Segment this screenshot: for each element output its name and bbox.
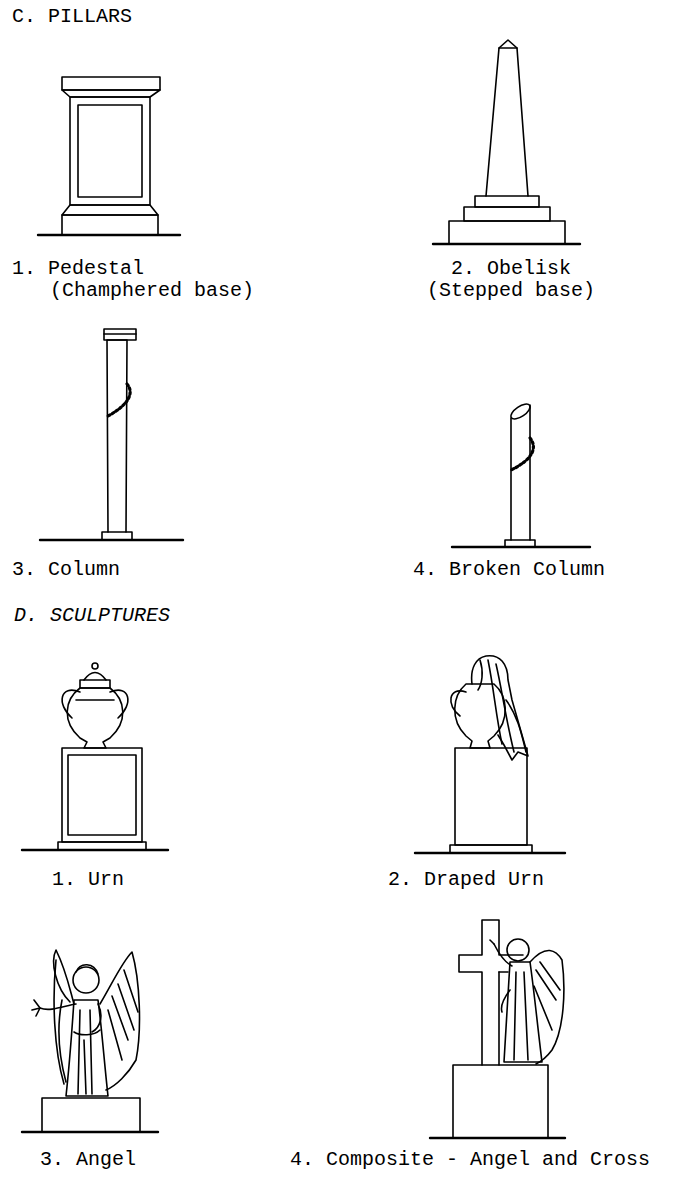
angel-drawing (78, 1010, 92, 1094)
obelisk-drawing (475, 196, 539, 207)
broken-column-drawing (511, 405, 530, 540)
column-drawing (104, 333, 136, 335)
angel-and-cross-drawing (459, 920, 523, 1065)
section-heading: C. PILLARS (12, 5, 132, 29)
angel-and-cross-drawing (499, 971, 508, 973)
figure-caption: 3. Column (12, 558, 120, 582)
urn-drawing (84, 673, 106, 681)
broken-column-drawing (505, 540, 535, 547)
figure-caption: 4. Broken Column (413, 558, 605, 582)
angel-drawing (108, 970, 138, 1060)
column-drawing (102, 532, 132, 540)
obelisk-drawing (499, 40, 517, 48)
urn-drawing (76, 699, 114, 701)
angel-and-cross-drawing (504, 962, 542, 1062)
angel-drawing (66, 1000, 108, 1096)
obelisk-drawing (486, 48, 528, 196)
pedestal-drawing (62, 205, 158, 215)
urn-drawing (68, 755, 136, 835)
pedestal-drawing (70, 97, 150, 205)
figure-caption: 1. Urn (52, 868, 124, 892)
section-heading: D. SCULPTURES (14, 604, 170, 628)
urn-drawing (62, 748, 142, 842)
figure-caption: 3. Angel (40, 1148, 136, 1172)
pedestal-drawing (62, 215, 158, 235)
angel-drawing (74, 1030, 100, 1035)
draped-urn-drawing (451, 691, 466, 716)
draped-urn-drawing (455, 748, 527, 845)
figure-caption: 2. Obelisk (451, 257, 571, 281)
figure-caption: 4. Composite - Angel and Cross (290, 1148, 650, 1172)
obelisk-drawing (464, 207, 550, 221)
figure-caption: (Stepped base) (427, 279, 595, 303)
pedestal-drawing (62, 90, 160, 97)
figure-caption: 2. Draped Urn (388, 868, 544, 892)
draped-urn-drawing (478, 660, 482, 690)
angel-drawing (54, 950, 74, 1004)
angel-and-cross-drawing (507, 939, 529, 961)
urn-drawing (92, 663, 98, 669)
urn-drawing (58, 842, 146, 850)
pedestal-drawing (38, 77, 180, 235)
angel-drawing (92, 1004, 101, 1032)
column-drawing (40, 329, 183, 540)
angel-drawing (76, 965, 98, 974)
urn-drawing (67, 688, 123, 748)
figure-caption: 1. Pedestal (12, 257, 144, 281)
angel-and-cross-drawing (494, 944, 512, 966)
urn-drawing (62, 690, 80, 718)
draped-urn-drawing (450, 845, 532, 853)
urn-drawing (110, 690, 128, 718)
obelisk-drawing (449, 221, 565, 244)
angel-and-cross-drawing (534, 962, 560, 1030)
draped-urn-drawing (506, 700, 526, 752)
angel-drawing (22, 950, 158, 1132)
angel-and-cross-drawing (453, 1065, 548, 1138)
broken-column-drawing (452, 401, 590, 547)
urn-drawing (22, 663, 168, 850)
broken-column-drawing (509, 401, 533, 422)
column-drawing (107, 340, 127, 532)
column-drawing (104, 329, 136, 340)
draped-urn-drawing (415, 656, 565, 853)
draped-urn-drawing (488, 660, 502, 744)
pedestal-drawing (62, 77, 160, 90)
angel-drawing (42, 1098, 140, 1132)
angel-and-cross-drawing (514, 972, 528, 1060)
angel-drawing (32, 1000, 40, 1016)
pedestal-drawing (78, 105, 142, 197)
obelisk-drawing (433, 40, 580, 244)
broken-column-drawing (511, 438, 533, 470)
angel-and-cross-drawing (498, 972, 500, 1065)
angel-and-cross-drawing (501, 990, 510, 1012)
figure-caption: (Champhered base) (50, 279, 254, 303)
angel-drawing (54, 960, 64, 1084)
urn-drawing (80, 680, 110, 688)
angel-and-cross-drawing (430, 920, 565, 1138)
draped-urn-drawing (472, 656, 528, 760)
angel-and-cross-drawing (490, 940, 494, 944)
column-drawing (108, 384, 130, 416)
angel-drawing (40, 1004, 76, 1009)
